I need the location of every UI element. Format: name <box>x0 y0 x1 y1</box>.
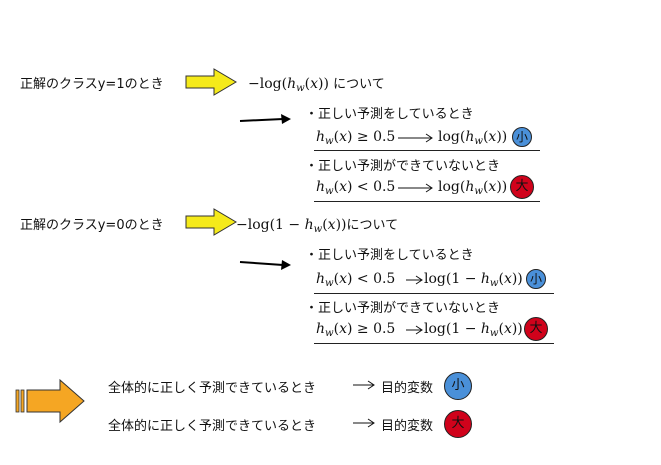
case1-correct-loss: log(hw(x)) <box>438 129 508 147</box>
case1-incorrect-condition: hw(x) < 0.5 <box>316 179 396 197</box>
underline <box>314 293 554 294</box>
case1-header: 正解のクラスy=1のとき <box>20 77 164 92</box>
summary-row2-text: 全体的に正しく予測できているとき <box>108 419 317 434</box>
pointer-arrow-case1 <box>239 114 291 124</box>
case1-correct-condition: hw(x) ≥ 0.5 <box>316 129 396 147</box>
underline <box>314 201 540 202</box>
case1-incorrect-loss: log(hw(x)) <box>438 179 508 197</box>
case0-header: 正解のクラスy=0のとき <box>20 218 164 233</box>
case0-incorrect-loss: log(1 − hw(x)) <box>424 321 523 339</box>
small-badge: 小 <box>444 372 472 400</box>
large-badge: 大 <box>510 175 534 199</box>
case0-correct-condition: hw(x) < 0.5 <box>316 271 396 289</box>
case0-correct-loss: log(1 − hw(x)) <box>424 271 523 289</box>
summary-row2-target: 目的変数 <box>381 419 434 434</box>
underline <box>314 150 540 151</box>
case0-correct-label: ・正しい予測をしているとき <box>305 248 474 263</box>
summary-row1-target: 目的変数 <box>381 381 434 396</box>
large-badge: 大 <box>444 410 472 438</box>
yellow-arrow-case1 <box>185 68 237 96</box>
orange-summary-arrow <box>15 378 85 424</box>
case0-incorrect-condition: hw(x) ≥ 0.5 <box>316 321 396 339</box>
case0-loss-expression: −log(1 − hw(x))について <box>236 217 399 235</box>
case1-correct-label: ・正しい予測をしているとき <box>305 107 474 122</box>
large-badge: 大 <box>524 317 548 341</box>
yellow-arrow-case0 <box>185 208 237 236</box>
pointer-arrow-case0 <box>239 260 291 270</box>
case1-loss-expression: −log(hw(x)) について <box>248 76 385 94</box>
small-badge: 小 <box>512 127 532 147</box>
underline <box>314 343 554 344</box>
case1-incorrect-label: ・正しい予測ができていないとき <box>305 159 501 174</box>
case0-incorrect-label: ・正しい予測ができていないとき <box>305 301 501 316</box>
implies-arrows <box>353 133 433 428</box>
summary-row1-text: 全体的に正しく予測できているとき <box>108 381 317 396</box>
small-badge: 小 <box>526 269 546 289</box>
